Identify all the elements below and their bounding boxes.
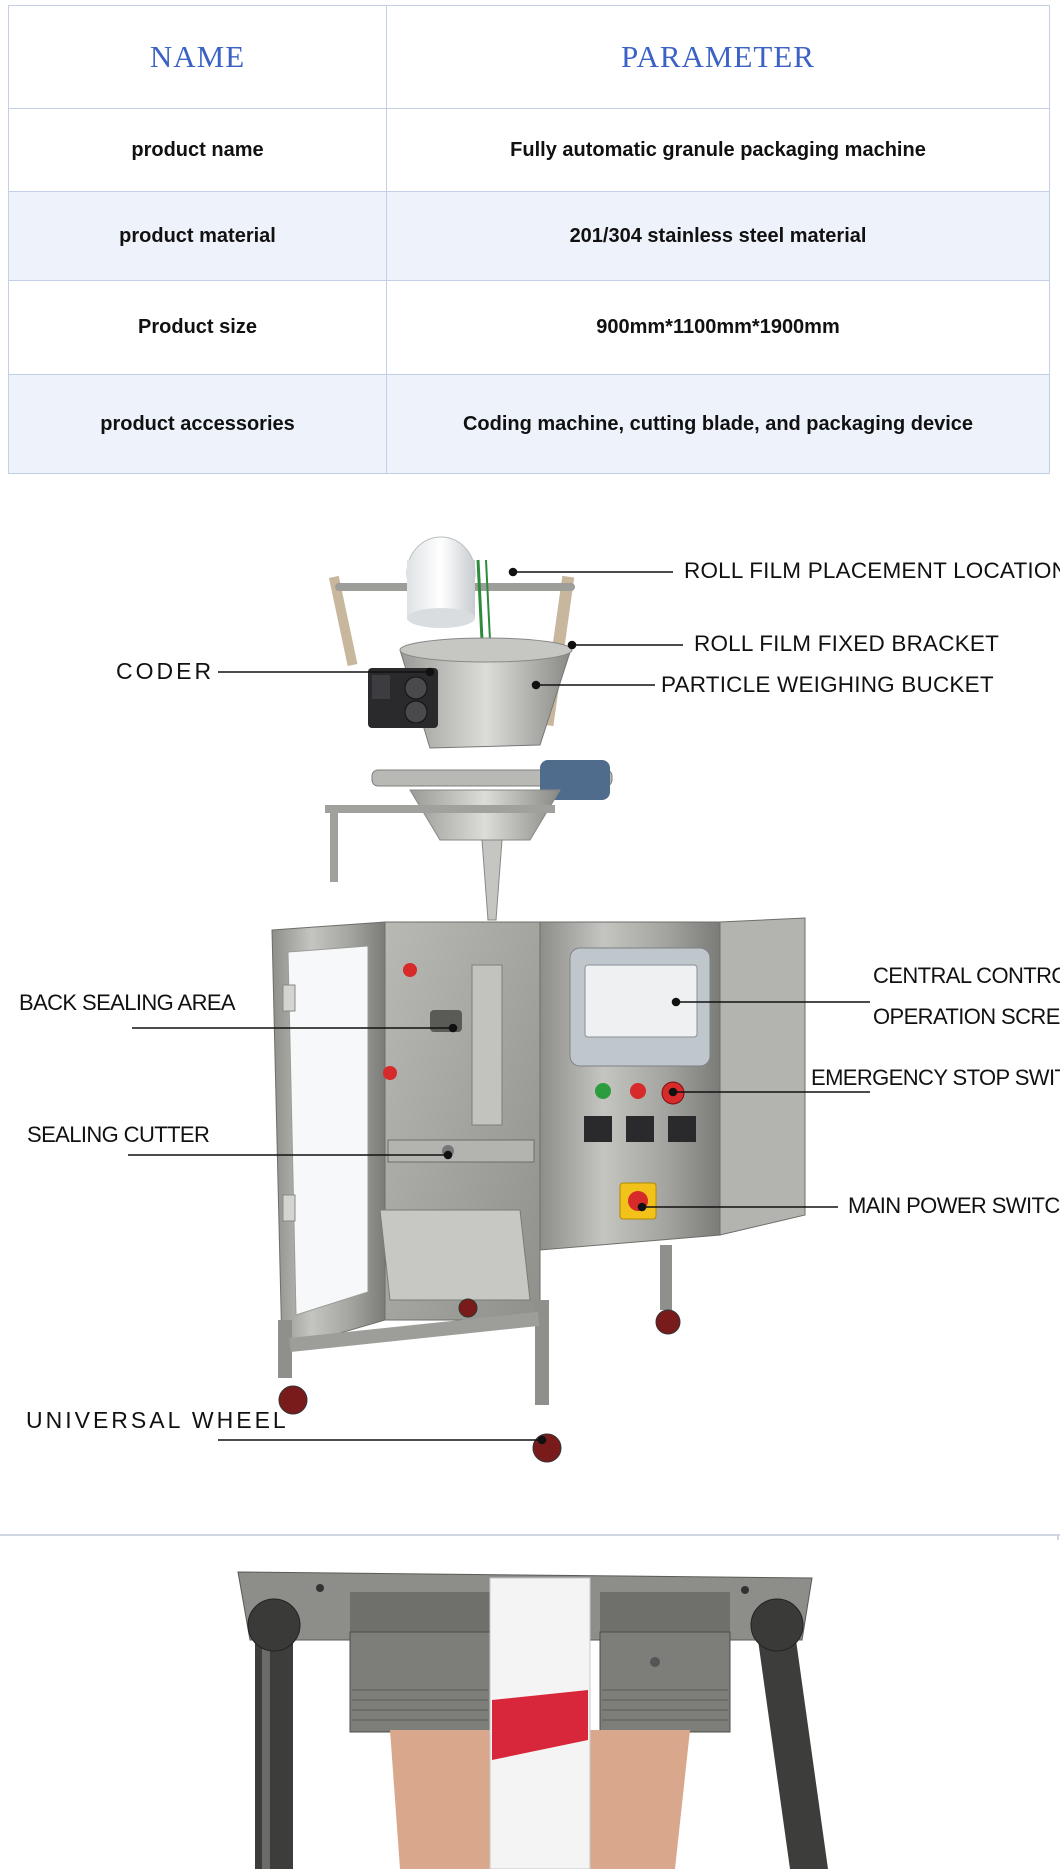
section-divider: [0, 1534, 1060, 1536]
spec-table: NAME PARAMETER product name Fully automa…: [8, 5, 1050, 474]
label-control-screen-line1: CENTRAL CONTROL: [873, 963, 1060, 988]
label-roll-film-bracket: ROLL FILM FIXED BRACKET: [694, 631, 1000, 656]
label-weighing-bucket: PARTICLE WEIGHING BUCKET: [661, 672, 994, 697]
label-roll-film-placement: ROLL FILM PLACEMENT LOCATION: [684, 558, 1060, 583]
row-name: Product size: [8, 280, 387, 375]
label-emergency-stop: EMERGENCY STOP SWITCH: [811, 1065, 1060, 1090]
row-value: Coding machine, cutting blade, and packa…: [386, 374, 1050, 474]
leader-lines: [128, 567, 870, 1445]
table-row: product accessories Coding machine, cutt…: [8, 374, 1050, 474]
header-name: NAME: [8, 5, 387, 109]
row-value: 900mm*1100mm*1900mm: [386, 280, 1050, 375]
weighing-bucket: [325, 637, 613, 921]
row-name: product material: [8, 191, 387, 281]
sealing-closeup-photo: [0, 1540, 1060, 1869]
table-row: Product size 900mm*1100mm*1900mm: [8, 280, 1050, 375]
table-row: product material 201/304 stainless steel…: [8, 191, 1050, 281]
table-header-row: NAME PARAMETER: [8, 5, 1050, 109]
row-value: 201/304 stainless steel material: [386, 191, 1050, 281]
label-universal-wheel: UNIVERSAL WHEEL: [26, 1407, 289, 1433]
table-row: product name Fully automatic granule pac…: [8, 108, 1050, 192]
row-value: Fully automatic granule packaging machin…: [386, 108, 1050, 192]
label-back-sealing: BACK SEALING AREA: [19, 990, 236, 1015]
label-coder: CODER: [116, 658, 215, 684]
header-parameter: PARAMETER: [386, 5, 1050, 109]
row-name: product accessories: [8, 374, 387, 474]
label-main-power: MAIN POWER SWITCH: [848, 1193, 1060, 1218]
machine-diagram: [128, 536, 870, 1463]
coder-unit: [368, 668, 438, 728]
machine-frame: [271, 917, 806, 1463]
row-name: product name: [8, 108, 387, 192]
label-sealing-cutter: SEALING CUTTER: [27, 1122, 210, 1147]
label-control-screen-line2: OPERATION SCREEN: [873, 1004, 1060, 1029]
